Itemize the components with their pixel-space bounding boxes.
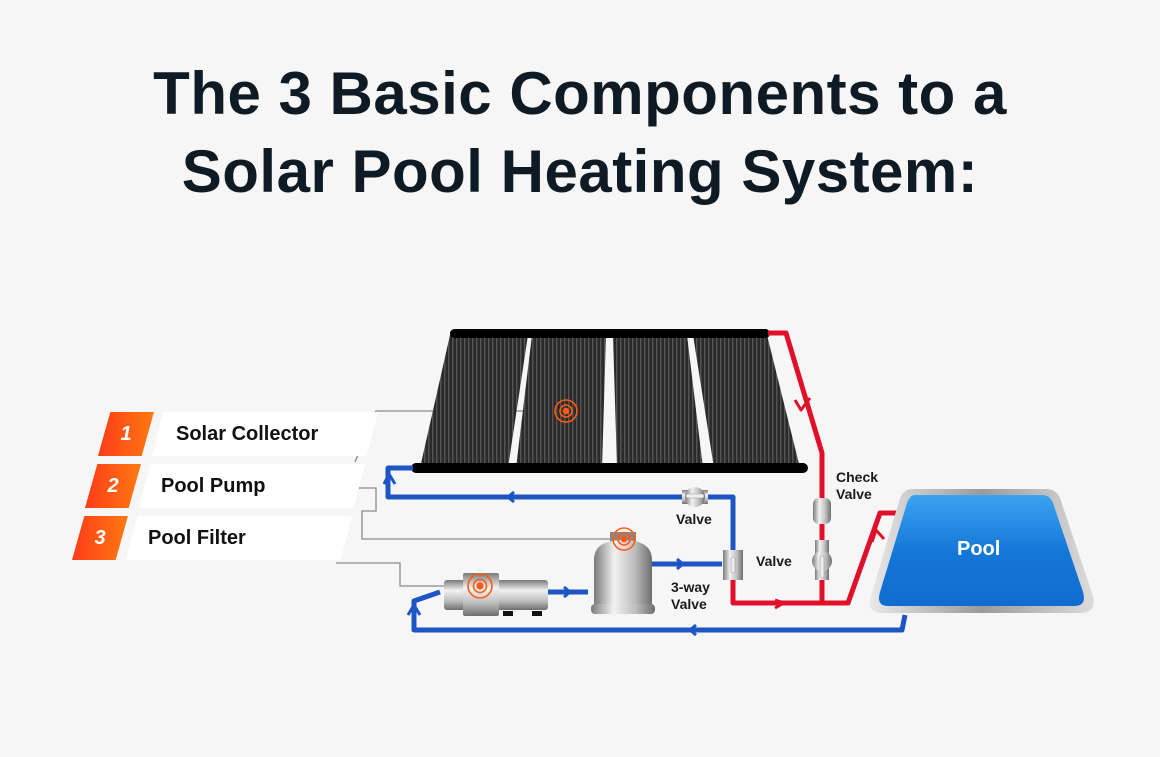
legend-label: Solar Collector [152,412,378,456]
legend-label: Pool Pump [139,464,365,508]
solar-collector [411,329,808,473]
pool [869,489,1094,613]
target-marker-solar [554,399,578,423]
pool-pump [444,573,548,616]
three-way-valve-label: 3-way Valve [671,579,710,613]
three-way-valve-label-line2: Valve [671,596,707,612]
valve-middle-label: Valve [756,553,792,569]
three-way-valve-icon [723,550,743,580]
hot-water-pipes [730,330,905,610]
check-valve-icon [813,498,831,524]
check-valve-label-line2: Valve [836,486,872,502]
target-marker-pump [467,573,493,599]
valve-middle-icon [812,540,832,580]
valve-top-label: Valve [676,511,712,527]
check-valve-label-line1: Check [836,469,879,485]
check-valve-label: Check Valve [836,469,878,503]
valve-top-icon [682,487,708,507]
legend-label: Pool Filter [126,516,352,560]
title-line-1: The 3 Basic Components to a [153,60,1007,127]
target-marker-filter [612,527,636,551]
three-way-valve-label-line1: 3-way [671,579,710,595]
title-line-2: Solar Pool Heating System: [181,138,979,205]
pool-label: Pool [957,538,1001,560]
cold-water-pipes [382,465,908,637]
